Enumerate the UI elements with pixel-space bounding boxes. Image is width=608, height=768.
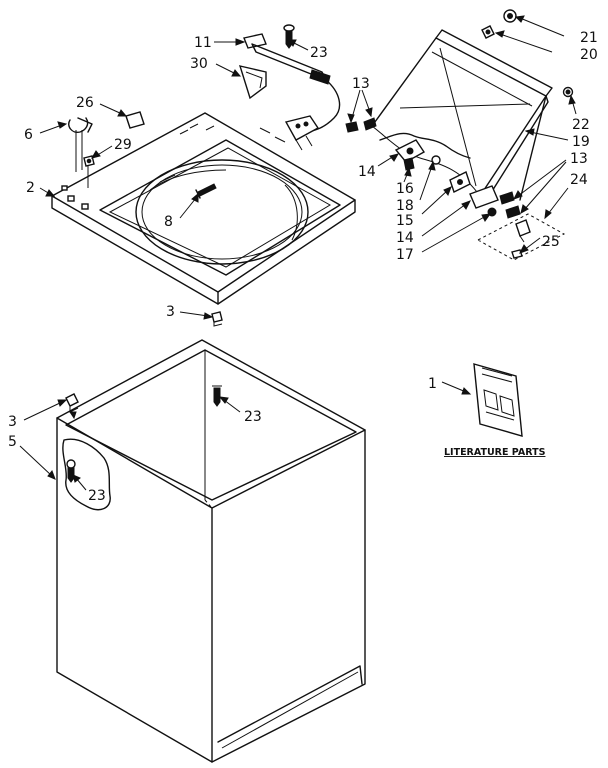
callout-3: 3 [8, 414, 17, 430]
callout-21: 21 [580, 30, 598, 46]
callout-6: 6 [24, 127, 33, 143]
callout-23: 23 [310, 45, 328, 61]
hinge-clip-6 [68, 117, 93, 172]
bumper-26 [125, 111, 145, 129]
callout-18: 18 [396, 198, 414, 214]
callout-24: 24 [570, 172, 588, 188]
tub-screw [195, 183, 217, 199]
frame-screw-23 [212, 385, 222, 407]
hinge-cover-24 [476, 213, 566, 261]
lid-hardware-20-22 [481, 9, 574, 98]
top-clip-3 [211, 311, 223, 327]
callout-15: 15 [396, 213, 414, 229]
nut-29 [83, 155, 95, 188]
cabinet-clip-3 [65, 393, 79, 420]
callout-17: 17 [396, 247, 414, 263]
callout-14: 14 [396, 230, 414, 246]
callout-14: 14 [358, 164, 376, 180]
callout-23: 23 [244, 409, 262, 425]
callout-29: 29 [114, 137, 132, 153]
callout-3: 3 [166, 304, 175, 320]
callout-8: 8 [164, 214, 173, 230]
callout-22: 22 [572, 117, 590, 133]
label-screw-23 [66, 459, 76, 483]
callout-labels: 11 23 30 26 6 29 2 8 13 14 16 18 15 14 1… [8, 30, 598, 504]
callout-11: 11 [194, 35, 212, 51]
lid-19 [371, 29, 553, 205]
callout-16: 16 [396, 181, 414, 197]
literature-parts-label: LITERATURE PARTS [444, 447, 546, 458]
callout-19: 19 [572, 134, 590, 150]
callout-20: 20 [580, 47, 598, 63]
callout-23: 23 [88, 488, 106, 504]
callout-2: 2 [26, 180, 35, 196]
cabinet [56, 339, 366, 763]
literature-booklet [473, 363, 523, 437]
hinge-parts [345, 117, 521, 219]
callout-25: 25 [542, 234, 560, 250]
callout-13: 13 [570, 151, 588, 167]
washer-top [51, 112, 356, 305]
callout-26: 26 [76, 95, 94, 111]
callout-1: 1 [428, 376, 437, 392]
callout-30: 30 [190, 56, 208, 72]
lid-switch-30 [238, 65, 341, 151]
callout-5: 5 [8, 434, 17, 450]
leader-lines [19, 15, 577, 491]
callout-13: 13 [352, 76, 370, 92]
